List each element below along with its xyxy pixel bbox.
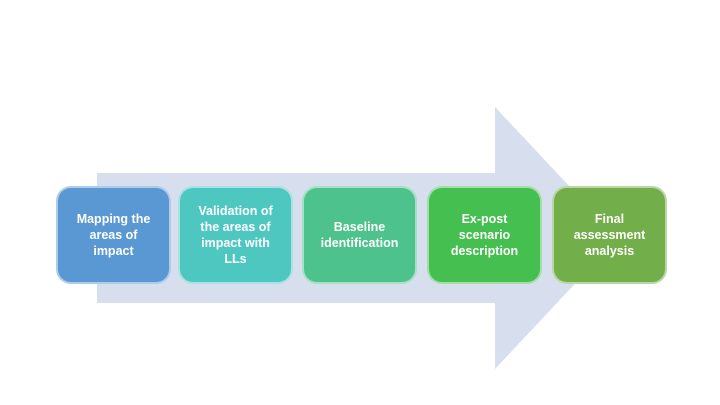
step-box-baseline-identification: Baseline identification [302,186,417,284]
step-label-baseline-identification: Baseline identification [320,219,399,250]
step-box-final-assessment: Final assessment analysis [552,186,667,284]
step-box-expost-scenario: Ex-post scenario description [427,186,542,284]
step-box-validation-lls: Validation of the areas of impact with L… [178,186,293,284]
step-label-final-assessment: Final assessment analysis [573,211,646,259]
step-label-validation-lls: Validation of the areas of impact with L… [198,203,273,267]
step-box-mapping-areas: Mapping the areas of impact [56,186,171,284]
step-label-expost-scenario: Ex-post scenario description [450,211,519,259]
step-label-mapping-areas: Mapping the areas of impact [76,211,151,259]
